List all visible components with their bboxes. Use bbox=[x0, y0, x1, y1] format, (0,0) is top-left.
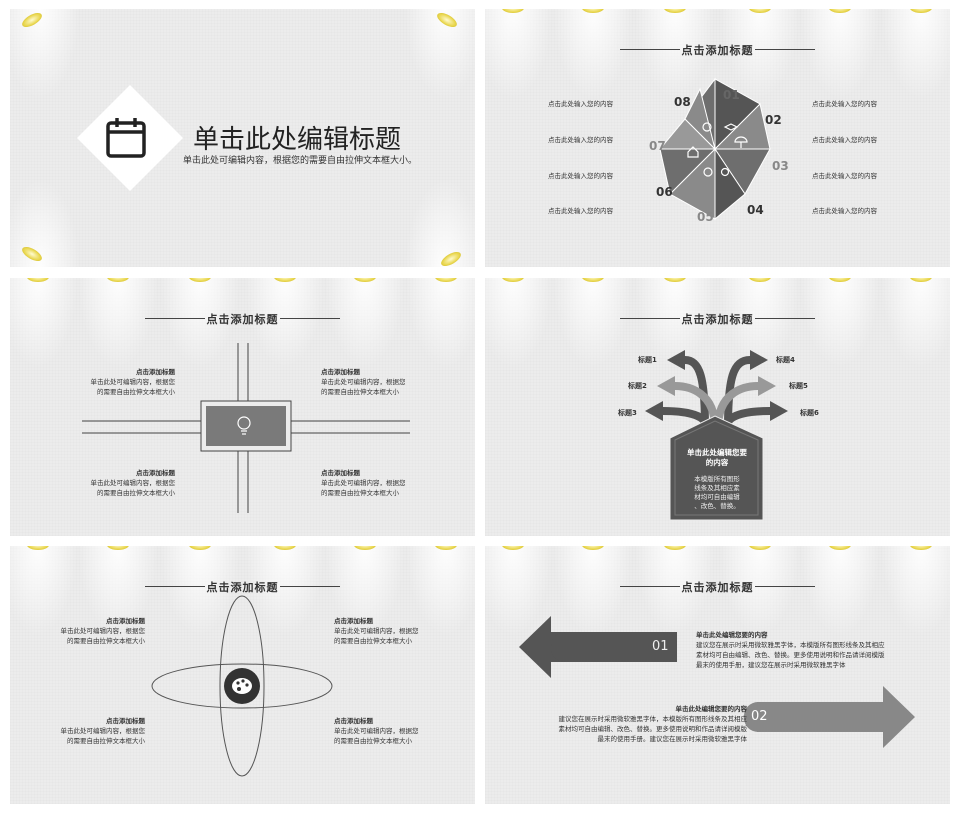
pinwheel-number: 08 bbox=[674, 95, 691, 109]
house-title[interactable]: 单击此处编辑您要的内容 bbox=[687, 448, 747, 467]
branch-label[interactable]: 标题4 bbox=[776, 356, 795, 364]
pinwheel-graphic bbox=[658, 77, 771, 221]
pinwheel-number: 05 bbox=[697, 210, 714, 224]
money-bag-icon bbox=[702, 122, 712, 132]
text-block[interactable]: 点击添加标题单击此处可编辑内容，根据您的需要自由拉伸文本框大小 bbox=[90, 469, 176, 497]
branch-label[interactable]: 标题2 bbox=[628, 382, 647, 390]
slide-6[interactable]: 点击添加标题 01 02 单击此处编辑您要的内容建议您在展示时采用微软雅黑字体，… bbox=[485, 546, 950, 804]
pinwheel-number: 06 bbox=[656, 185, 673, 199]
slide5-title[interactable]: 点击添加标题 bbox=[206, 581, 279, 594]
branch-label[interactable]: 标题5 bbox=[789, 382, 808, 390]
slide-4[interactable]: 点击添加标题 标题1 标题2 标题3 标题4 标题5 标题6 单击此处编辑您要的… bbox=[485, 278, 950, 536]
slide2-title[interactable]: 点击添加标题 bbox=[681, 44, 754, 57]
branch-label[interactable]: 标题1 bbox=[638, 356, 657, 364]
pinwheel-number: 01 bbox=[723, 88, 740, 102]
left-item[interactable]: 点击此处输入您的内容 bbox=[548, 100, 613, 108]
slide3-title[interactable]: 点击添加标题 bbox=[206, 313, 279, 326]
text-block[interactable]: 点击添加标题单击此处可编辑内容，根据您的需要自由拉伸文本框大小 bbox=[321, 368, 406, 396]
slide1-title[interactable]: 单击此处编辑标题 bbox=[193, 125, 402, 155]
lightbulb-icon bbox=[237, 416, 251, 435]
pinwheel-number: 02 bbox=[765, 113, 782, 127]
text-block[interactable]: 点击添加标题单击此处可编辑内容，根据您的需要自由拉伸文本框大小 bbox=[60, 717, 146, 745]
left-item[interactable]: 点击此处输入您的内容 bbox=[548, 207, 613, 215]
slide1-subtitle[interactable]: 单击此处可编辑内容，根据您的需要自由拉伸文本框大小。 bbox=[183, 156, 418, 166]
house-text[interactable]: 本模版所有图形线条及其相应素材均可自由编辑、改色、替换。 bbox=[694, 475, 740, 510]
slide-5[interactable]: 点击添加标题 点击添加标题单击此处可编辑内容，根据您的需要自由拉伸文本框大小 点… bbox=[10, 546, 475, 804]
left-item[interactable]: 点击此处输入您的内容 bbox=[548, 136, 613, 144]
gear-icon bbox=[720, 167, 730, 177]
branching-arrows-graphic bbox=[645, 350, 788, 521]
branch-label[interactable]: 标题6 bbox=[800, 409, 819, 417]
right-item[interactable]: 点击此处输入您的内容 bbox=[812, 100, 877, 108]
text-block[interactable]: 单击此处编辑您要的内容建议您在展示时采用微软雅黑字体，本模版所有图形线条及其相应… bbox=[558, 705, 748, 743]
text-block[interactable]: 点击添加标题单击此处可编辑内容，根据您的需要自由拉伸文本框大小 bbox=[334, 717, 419, 745]
crossroad-graphic bbox=[82, 343, 410, 513]
text-block[interactable]: 点击添加标题单击此处可编辑内容，根据您的需要自由拉伸文本框大小 bbox=[334, 617, 419, 645]
pinwheel-number: 04 bbox=[747, 203, 764, 217]
graduation-cap-icon bbox=[723, 123, 739, 131]
pinwheel-number: 07 bbox=[649, 139, 666, 153]
slide4-title[interactable]: 点击添加标题 bbox=[681, 313, 754, 326]
right-item[interactable]: 点击此处输入您的内容 bbox=[812, 172, 877, 180]
slide-1[interactable]: 单击此处编辑标题 单击此处可编辑内容，根据您的需要自由拉伸文本框大小。 bbox=[10, 9, 475, 267]
slide-2[interactable]: 点击添加标题 01 02 03 04 05 06 07 08 点击此处输入您的内… bbox=[485, 9, 950, 267]
palette-icon bbox=[232, 678, 252, 694]
right-item[interactable]: 点击此处输入您的内容 bbox=[812, 207, 877, 215]
lightbulb-icon bbox=[703, 167, 713, 177]
arrows-graphic bbox=[519, 616, 915, 748]
orbit-graphic bbox=[151, 595, 333, 777]
arrow-number-01: 01 bbox=[652, 639, 669, 654]
right-item[interactable]: 点击此处输入您的内容 bbox=[812, 136, 877, 144]
pinwheel-number: 03 bbox=[772, 159, 789, 173]
left-item[interactable]: 点击此处输入您的内容 bbox=[548, 172, 613, 180]
text-block[interactable]: 点击添加标题单击此处可编辑内容，根据您的需要自由拉伸文本框大小 bbox=[90, 368, 176, 396]
calendar-icon bbox=[106, 118, 146, 158]
slide-3[interactable]: 点击添加标题 点击添加标题单击此处可编辑内容，根据您的需要自由拉伸文本框大小 点… bbox=[10, 278, 475, 536]
text-block[interactable]: 单击此处编辑您要的内容建议您在展示时采用微软雅黑字体，本模版所有图形线条及其相应… bbox=[696, 631, 885, 669]
slide1-graphic bbox=[77, 85, 183, 191]
umbrella-icon bbox=[734, 136, 748, 148]
slide6-title[interactable]: 点击添加标题 bbox=[681, 581, 754, 594]
text-block[interactable]: 点击添加标题单击此处可编辑内容，根据您的需要自由拉伸文本框大小 bbox=[321, 469, 406, 497]
house-icon bbox=[687, 146, 699, 158]
text-block[interactable]: 点击添加标题单击此处可编辑内容，根据您的需要自由拉伸文本框大小 bbox=[60, 617, 146, 645]
arrow-number-02: 02 bbox=[751, 709, 768, 724]
branch-label[interactable]: 标题3 bbox=[618, 409, 637, 417]
